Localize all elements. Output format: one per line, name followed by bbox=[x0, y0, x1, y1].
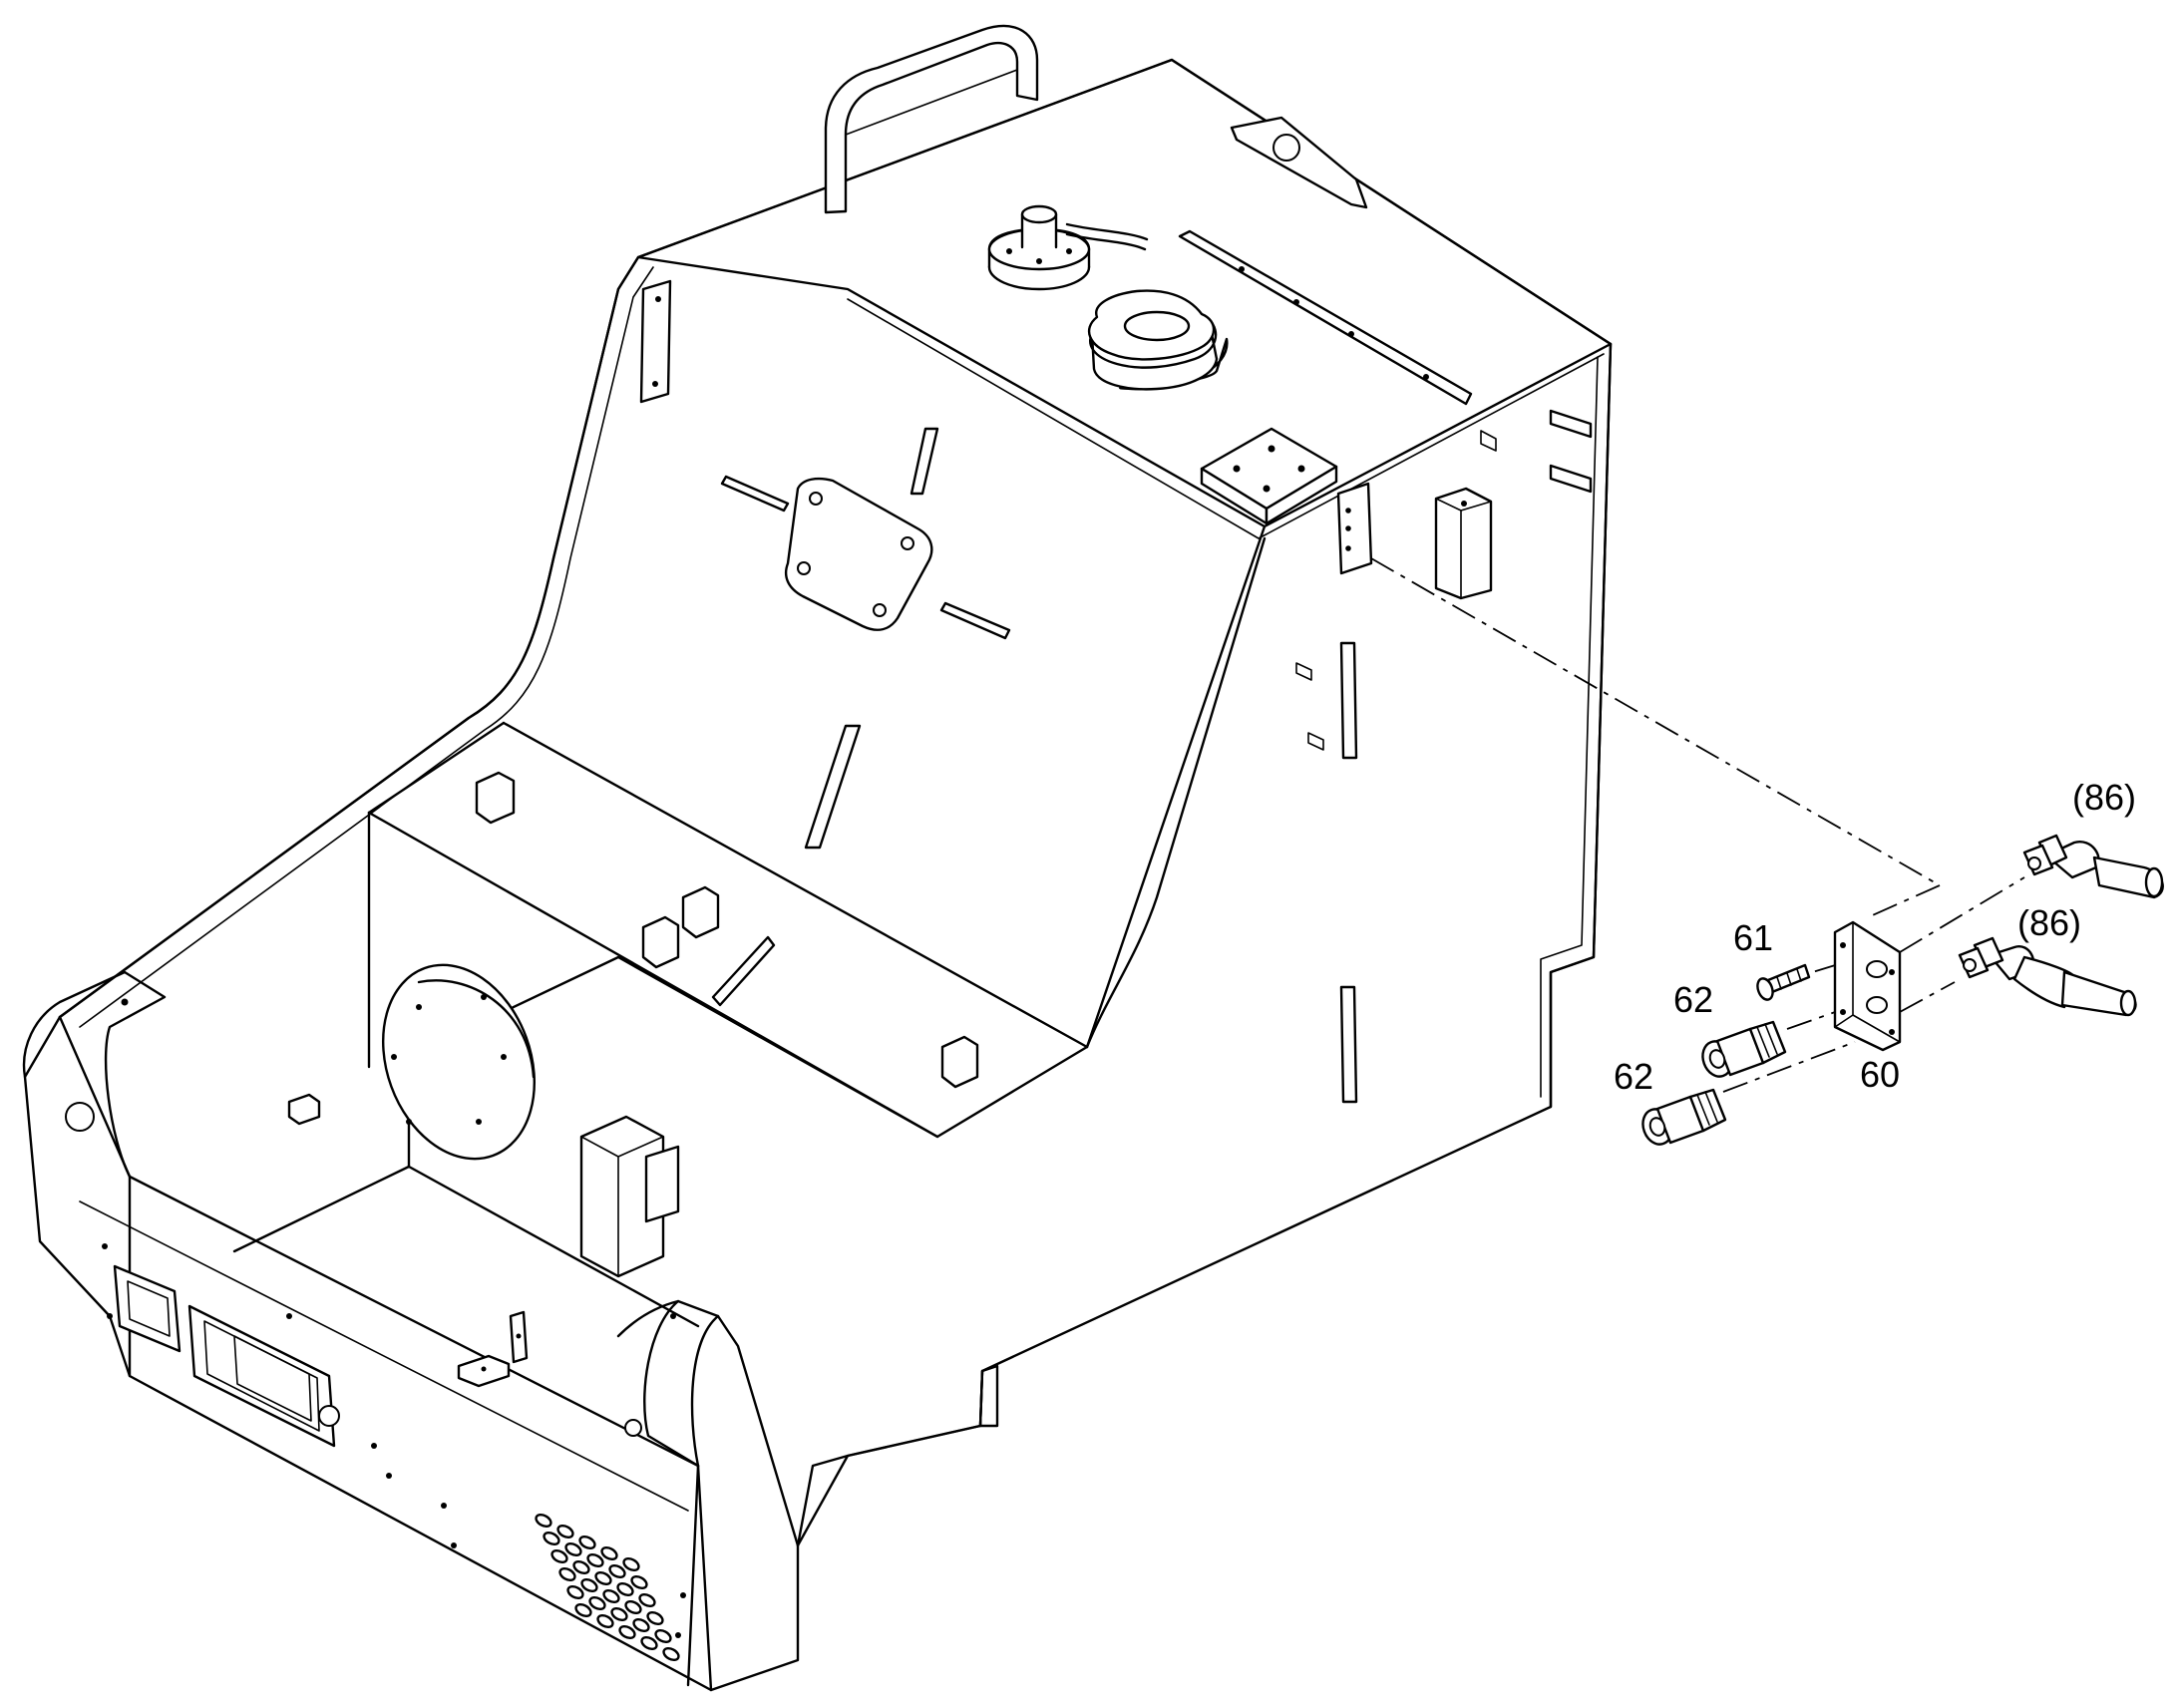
vent-hole bbox=[622, 1557, 640, 1571]
rear-step-notch bbox=[796, 1369, 984, 1547]
lifting-eye bbox=[1230, 116, 1368, 209]
callout-86-upper: (86) bbox=[2072, 777, 2136, 818]
right-fender bbox=[616, 1299, 800, 1547]
vent-hole bbox=[610, 1607, 628, 1621]
facade-openings bbox=[102, 1243, 686, 1638]
frame-housing bbox=[22, 58, 1613, 1692]
vent-hole bbox=[556, 1525, 574, 1538]
sloped-front-panel bbox=[58, 255, 640, 1019]
callout-60: 60 bbox=[1860, 1054, 1900, 1095]
vent-hole bbox=[608, 1564, 626, 1578]
square-mounting-pad bbox=[1200, 427, 1338, 525]
vent-hole bbox=[662, 1647, 680, 1661]
side-bracket-a bbox=[1336, 482, 1373, 575]
panel-bracket-upper-left bbox=[639, 279, 672, 404]
cap-screw bbox=[1756, 963, 1811, 1001]
vent-hole bbox=[572, 1560, 590, 1574]
hose-assembly-upper bbox=[2022, 834, 2164, 899]
side-bracket-block bbox=[1434, 487, 1493, 600]
vent-hole bbox=[594, 1571, 612, 1585]
junction-block bbox=[579, 1115, 680, 1278]
slot-right bbox=[939, 601, 1011, 640]
vent-grid bbox=[535, 1514, 680, 1661]
vent-hole bbox=[624, 1600, 642, 1614]
inner-block-d bbox=[940, 1035, 979, 1089]
tank-top-plate bbox=[636, 58, 1613, 528]
vent-hole bbox=[638, 1593, 656, 1607]
vent-hole bbox=[558, 1567, 576, 1581]
vent-hole bbox=[618, 1625, 636, 1639]
inner-small-pad bbox=[287, 1093, 321, 1126]
inner-block-a bbox=[475, 771, 516, 825]
level-sensor bbox=[987, 204, 1149, 291]
vent-hole bbox=[588, 1596, 606, 1610]
vent-hole bbox=[543, 1532, 560, 1545]
side-slot-lower bbox=[1339, 985, 1358, 1104]
vent-hole bbox=[550, 1549, 568, 1563]
callout-86-lower: (86) bbox=[2017, 902, 2081, 943]
vent-hole bbox=[646, 1611, 664, 1625]
slot-long-vertical bbox=[804, 724, 862, 850]
vent-hole bbox=[632, 1618, 650, 1632]
frame-outer-outline bbox=[23, 58, 1613, 1692]
left-front-facade bbox=[58, 1015, 700, 1687]
callout-62-lower: 62 bbox=[1614, 1056, 1653, 1097]
round-inspection-cover bbox=[381, 963, 537, 1161]
inner-slot bbox=[711, 935, 776, 1007]
vent-hole bbox=[535, 1514, 552, 1528]
vent-hole bbox=[654, 1629, 672, 1643]
slot-top bbox=[909, 427, 939, 496]
vent-hole bbox=[566, 1585, 584, 1599]
filler-cap bbox=[1087, 289, 1229, 391]
straight-fitting-lower bbox=[1641, 1088, 1727, 1146]
vent-hole bbox=[602, 1589, 620, 1603]
callout-61: 61 bbox=[1733, 917, 1773, 958]
inner-block-b bbox=[681, 885, 720, 939]
slot-left bbox=[720, 475, 790, 512]
vent-hole bbox=[600, 1546, 618, 1560]
inner-block-c bbox=[641, 915, 680, 969]
right-side-wall bbox=[1549, 342, 1613, 1109]
hose-assembly-lower bbox=[1958, 936, 2137, 1017]
straight-fitting-upper bbox=[1701, 1020, 1787, 1078]
stud-bolt-upper bbox=[1549, 409, 1593, 439]
vent-hole bbox=[596, 1614, 614, 1628]
vent-hole bbox=[574, 1603, 592, 1617]
side-slot-upper bbox=[1339, 641, 1358, 760]
callout-labels: (86) (86) 61 62 62 60 bbox=[1614, 777, 2136, 1097]
flange-plate bbox=[1833, 920, 1902, 1052]
carry-handle bbox=[824, 24, 1039, 214]
vent-hole bbox=[640, 1636, 658, 1650]
vent-hole bbox=[578, 1536, 596, 1549]
vent-hole bbox=[616, 1582, 634, 1596]
vent-hole bbox=[586, 1553, 604, 1567]
callout-62-upper: 62 bbox=[1673, 979, 1713, 1020]
vent-hole bbox=[580, 1578, 598, 1592]
vent-hole bbox=[564, 1542, 582, 1556]
top-mounting-rail bbox=[1178, 229, 1473, 406]
vent-hole bbox=[630, 1575, 648, 1589]
access-cover-plate bbox=[784, 477, 933, 631]
left-bumper bbox=[22, 970, 167, 1179]
stud-bolt-lower bbox=[1549, 464, 1593, 494]
